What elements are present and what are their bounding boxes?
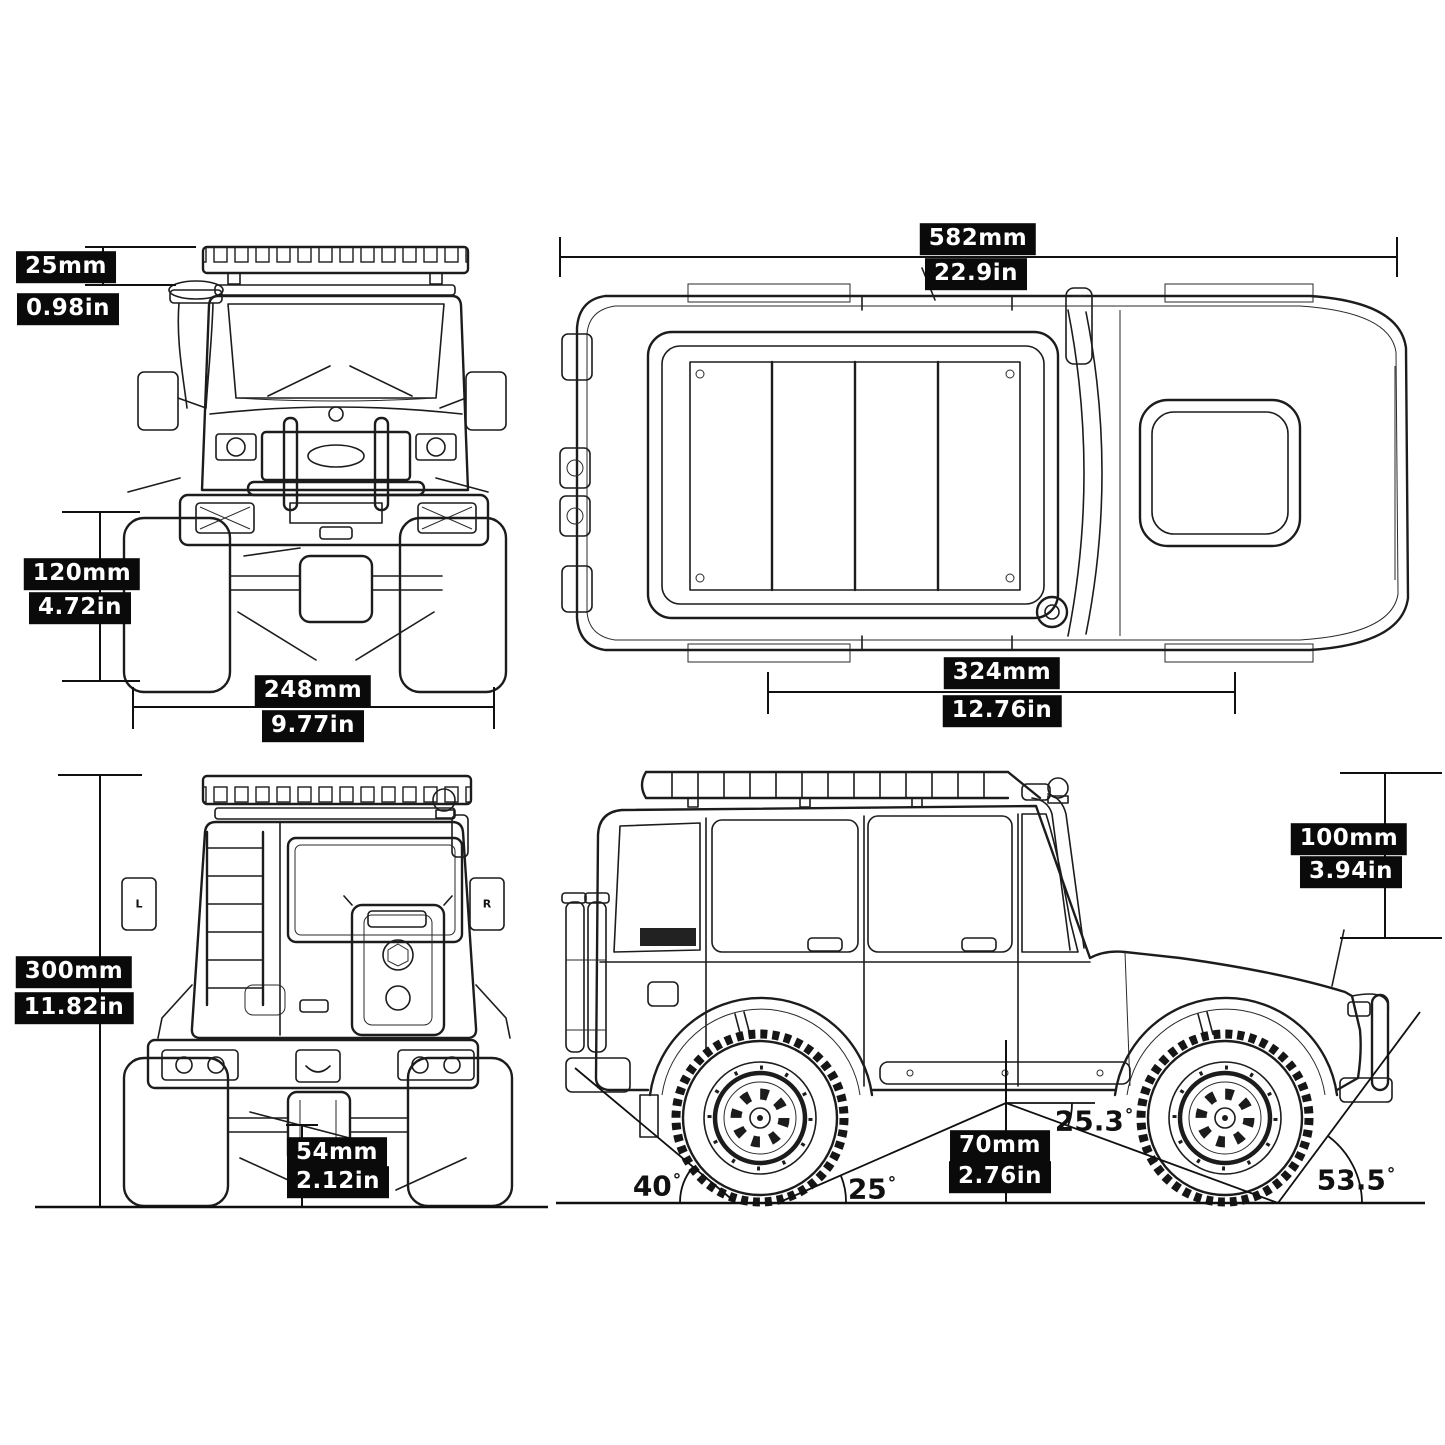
departure-angle-line <box>574 1067 736 1203</box>
top-windshield-and-hood <box>921 267 1396 637</box>
rear-mirrors <box>121 877 505 931</box>
dim-100mm-lines <box>1340 772 1442 939</box>
angle-lines <box>574 1011 1421 1204</box>
ramp-left-arc <box>840 1175 847 1203</box>
rear-mirror-right-label: R <box>482 897 492 911</box>
dim-324mm-label: 324mm <box>943 657 1061 689</box>
top-tires <box>687 283 1314 663</box>
dim-472in-label: 4.72in <box>28 592 132 624</box>
degree-symbol: ° <box>672 1169 682 1190</box>
dim-276in-label: 2.76in <box>948 1161 1052 1193</box>
dim-324mm-lines <box>767 672 1236 714</box>
side-view-drawing <box>556 770 1425 1207</box>
front-light-bar <box>201 245 470 296</box>
rear-bumper <box>146 1038 480 1090</box>
dim-1276in-label: 12.76in <box>942 695 1062 727</box>
degree-symbol: ° <box>1124 1104 1134 1125</box>
rear-view-drawing <box>35 774 548 1209</box>
dim-098in-label: 0.98in <box>16 293 120 325</box>
rear-ladder <box>205 830 265 1007</box>
side-body <box>594 804 1362 1092</box>
side-rear-tanks <box>561 892 631 1093</box>
approach-angle-line <box>1277 1011 1421 1204</box>
side-rear-wheel <box>671 1029 849 1207</box>
approach-angle-arc <box>1327 1135 1363 1204</box>
dim-394in-label: 3.94in <box>1299 856 1403 888</box>
dim-229in-label: 22.9in <box>924 258 1028 290</box>
side-front-wheel <box>1136 1029 1314 1207</box>
dim-300mm-lines <box>58 774 142 1208</box>
departure-angle-label: 40° <box>633 1169 681 1202</box>
rear-jerry-can <box>343 895 453 1037</box>
dim-582mm-label: 582mm <box>919 223 1037 255</box>
top-snorkel <box>1065 287 1093 365</box>
dim-100mm-label: 100mm <box>1290 823 1408 855</box>
rear-mirror-left-label: L <box>135 897 143 911</box>
dim-977in-label: 9.77in <box>261 710 365 742</box>
departure-angle-arc <box>679 1166 694 1203</box>
front-axle <box>229 547 443 661</box>
front-view-drawing <box>122 245 508 694</box>
ramp-right-angle-value: 25.3 <box>1054 1104 1124 1138</box>
degree-symbol: ° <box>1386 1163 1396 1184</box>
front-mirrors <box>137 371 507 431</box>
top-roof-rack <box>646 330 1060 620</box>
top-body-outline <box>559 294 1410 652</box>
ramp-left-angle-value: 25 <box>847 1172 887 1206</box>
ramp-right-angle-label: 25.3° <box>1055 1104 1133 1137</box>
side-front-bull-bar <box>1331 929 1393 1103</box>
approach-angle-value: 53.5 <box>1316 1163 1386 1197</box>
ramp-right-arc <box>1067 1102 1073 1127</box>
side-roof-rack <box>640 770 1069 808</box>
ramp-left-angle-label: 25° <box>848 1172 896 1205</box>
dim-248mm-lines <box>132 687 495 729</box>
front-cab <box>200 294 470 492</box>
top-view-drawing <box>559 267 1410 663</box>
dim-300mm-label: 300mm <box>15 956 133 988</box>
side-snorkel <box>1021 783 1085 951</box>
side-wheels <box>671 1029 1314 1207</box>
dim-70mm-label: 70mm <box>950 1130 1050 1162</box>
rear-body <box>157 820 511 1040</box>
dim-212in-label: 2.12in <box>286 1166 390 1198</box>
departure-angle-value: 40 <box>632 1169 672 1203</box>
degree-symbol: ° <box>887 1172 897 1193</box>
front-snorkel <box>168 280 224 409</box>
dim-120mm-label: 120mm <box>23 558 141 590</box>
ramp-left-line <box>779 1102 1007 1203</box>
dim-25mm-label: 25mm <box>16 251 116 283</box>
front-grille-and-bumper <box>127 416 490 547</box>
dim-1182in-label: 11.82in <box>14 992 134 1024</box>
dim-248mm-label: 248mm <box>254 675 372 707</box>
dim-582mm-lines <box>559 237 1398 277</box>
rear-light-bar <box>201 774 473 858</box>
approach-angle-label: 53.5° <box>1317 1163 1395 1196</box>
ramp-right-line <box>1005 1102 1279 1204</box>
dim-54mm-label: 54mm <box>287 1137 387 1169</box>
